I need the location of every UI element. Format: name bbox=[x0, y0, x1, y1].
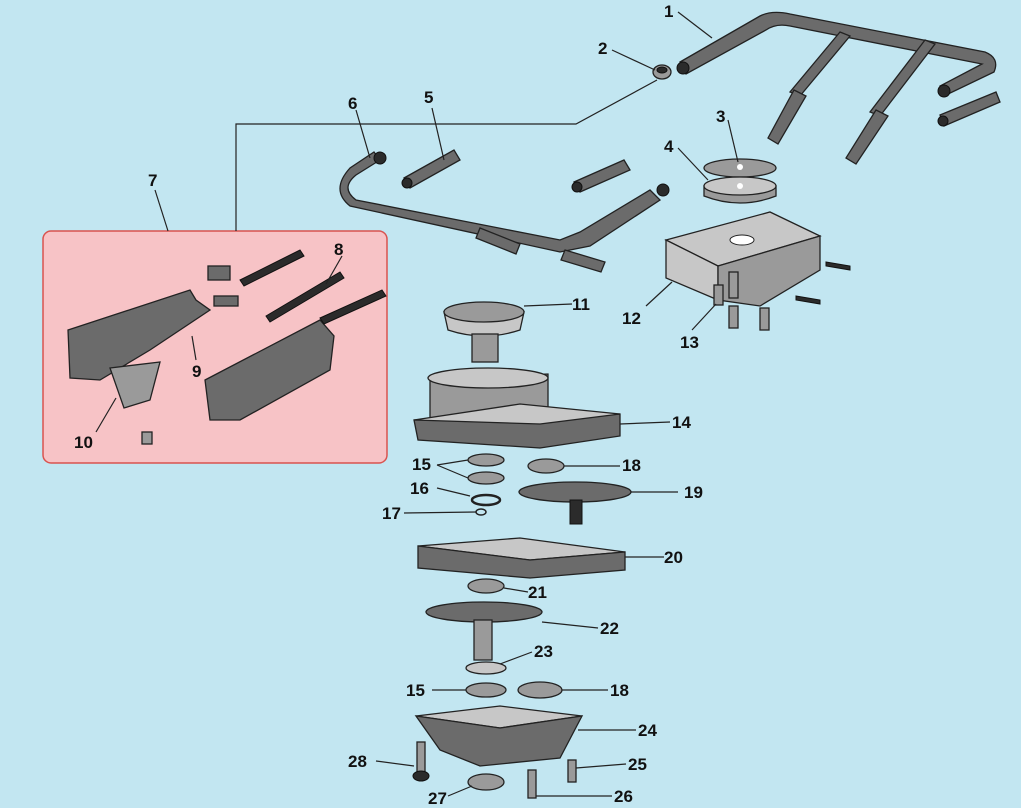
part-26-screw bbox=[527, 769, 537, 799]
callout-4: 4 bbox=[664, 137, 674, 156]
leader-lines bbox=[95, 11, 739, 797]
part-18-bearing-lower bbox=[517, 681, 563, 699]
part-23-seal bbox=[465, 661, 507, 675]
part-screws-bracket bbox=[795, 261, 851, 305]
callout-23: 23 bbox=[534, 642, 553, 661]
part-13-bolts bbox=[713, 271, 770, 331]
part-14-upper-housing bbox=[413, 367, 621, 449]
callout-1: 1 bbox=[664, 2, 673, 21]
callout-labels: 1 2 3 4 5 6 7 8 9 10 11 12 13 14 15 16 1… bbox=[74, 2, 725, 808]
callout-18-upper: 18 bbox=[622, 456, 641, 475]
callout-18-lower: 18 bbox=[610, 681, 629, 700]
callout-7: 7 bbox=[148, 171, 157, 190]
callout-9: 9 bbox=[192, 362, 201, 381]
callout-25: 25 bbox=[628, 755, 647, 774]
part-20-middle-housing bbox=[417, 537, 626, 579]
part-12-bracket bbox=[664, 211, 822, 307]
callout-19: 19 bbox=[684, 483, 703, 502]
callout-28: 28 bbox=[348, 752, 367, 771]
callout-5: 5 bbox=[424, 88, 433, 107]
callout-2: 2 bbox=[598, 39, 607, 58]
callout-27: 27 bbox=[428, 789, 447, 808]
part-5-grip bbox=[401, 149, 631, 193]
inset-switch-assembly bbox=[67, 249, 387, 445]
part-11-cup bbox=[443, 301, 525, 363]
part-15-bearings-upper bbox=[467, 453, 505, 485]
callout-24: 24 bbox=[638, 721, 657, 740]
callout-11: 11 bbox=[572, 295, 590, 314]
part-24-lower-housing bbox=[414, 705, 584, 767]
callout-20: 20 bbox=[664, 548, 683, 567]
callout-16: 16 bbox=[410, 479, 429, 498]
callout-26: 26 bbox=[614, 787, 633, 806]
part-28-bolt bbox=[412, 741, 430, 782]
callout-8: 8 bbox=[334, 240, 343, 259]
part-2-plug bbox=[652, 64, 672, 80]
part-27-bearing bbox=[467, 773, 505, 791]
part-4-pad bbox=[703, 176, 777, 204]
part-16-retaining-ring bbox=[470, 493, 502, 507]
callout-13: 13 bbox=[680, 333, 699, 352]
callout-15-lower: 15 bbox=[406, 681, 425, 700]
callout-17: 17 bbox=[382, 504, 401, 523]
part-3-disc bbox=[703, 158, 777, 178]
part-1-upper-handle bbox=[676, 11, 1001, 165]
callout-22: 22 bbox=[600, 619, 619, 638]
callout-15-upper: 15 bbox=[412, 455, 431, 474]
part-18-bearing-upper bbox=[527, 458, 565, 474]
callout-10: 10 bbox=[74, 433, 93, 452]
inset-connector-line bbox=[235, 79, 658, 231]
part-22-gear bbox=[425, 601, 543, 661]
part-15-bearing-lower bbox=[465, 682, 507, 698]
callout-14: 14 bbox=[672, 413, 691, 432]
callout-3: 3 bbox=[716, 107, 725, 126]
part-25-screw bbox=[567, 759, 577, 783]
part-6-lower-handle bbox=[339, 151, 670, 273]
part-19-gear bbox=[518, 481, 632, 525]
part-17-clip bbox=[475, 508, 487, 516]
part-21-bearing bbox=[467, 578, 505, 594]
callout-12: 12 bbox=[622, 309, 641, 328]
callout-21: 21 bbox=[528, 583, 547, 602]
callout-6: 6 bbox=[348, 94, 357, 113]
